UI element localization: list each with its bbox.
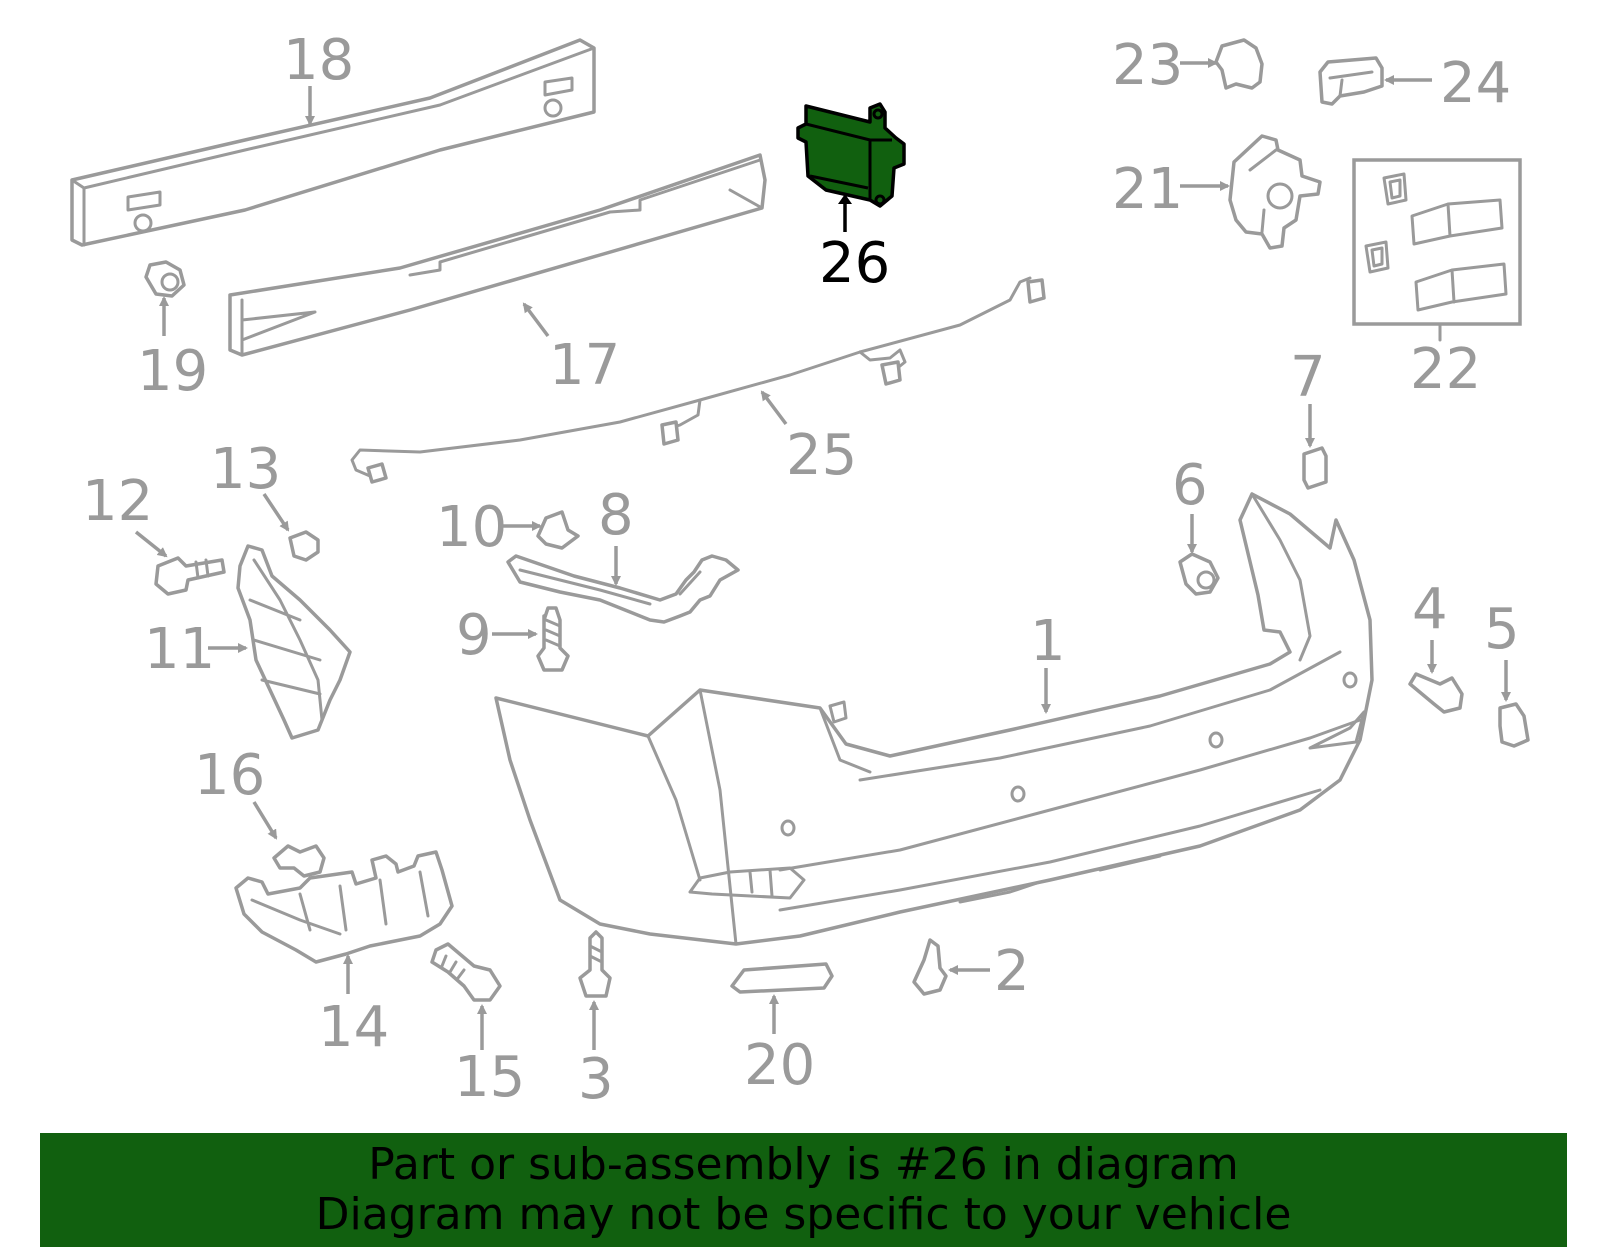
part-20-reflector[interactable]: [730, 962, 834, 994]
callout-15: 15: [454, 1045, 525, 1110]
leader-arrowhead-26: [838, 194, 852, 204]
part-16-clip[interactable]: [272, 844, 326, 878]
part-4-clip[interactable]: [1408, 672, 1464, 714]
leader-arrows: [134, 58, 1511, 1050]
part-11-side-retainer[interactable]: [236, 544, 352, 740]
callout-7: 7: [1290, 345, 1326, 410]
part-25-wire-harness[interactable]: [350, 276, 1046, 484]
callout-25: 25: [786, 423, 857, 488]
part-8-side-bracket[interactable]: [506, 554, 740, 624]
callout-labels: 18 17 19 26 25 23 24 21 22 7 6 1 4 5 8 1…: [82, 28, 1520, 1112]
banner-line-disclaimer: Diagram may not be specific to your vehi…: [315, 1189, 1292, 1240]
part-24-bracket[interactable]: [1318, 56, 1384, 106]
leader-arrow-25: [760, 390, 788, 426]
callout-17: 17: [549, 333, 620, 398]
part-19-grommet[interactable]: [144, 260, 186, 298]
callout-20: 20: [744, 1033, 815, 1098]
callout-3: 3: [578, 1047, 614, 1112]
leader-arrow-12: [134, 530, 168, 558]
part-15-bolt[interactable]: [430, 942, 502, 1002]
part-12-bolt[interactable]: [154, 556, 226, 596]
leader-arrow-13: [262, 493, 290, 532]
leader-arrow-16: [252, 801, 278, 840]
callout-5: 5: [1484, 597, 1520, 662]
info-banner: Part or sub-assembly is #26 in diagram D…: [40, 1133, 1567, 1247]
part-17-energy-absorber[interactable]: [228, 153, 767, 357]
part-18-reinforcement-beam[interactable]: [70, 38, 596, 247]
part-7-retainer[interactable]: [1302, 446, 1328, 490]
callout-10: 10: [436, 495, 507, 560]
callout-21: 21: [1112, 157, 1183, 222]
callout-13: 13: [210, 437, 281, 502]
part-9-bolt[interactable]: [536, 606, 570, 672]
callout-22: 22: [1410, 337, 1481, 402]
callout-6: 6: [1172, 453, 1208, 518]
callout-18: 18: [283, 28, 354, 93]
part-13-clip[interactable]: [288, 530, 320, 562]
part-3-bolt[interactable]: [578, 930, 612, 998]
part-1-bumper-cover[interactable]: [494, 492, 1374, 946]
part-22-sensor-retainer-kit[interactable]: [1352, 158, 1522, 326]
callout-26: 26: [819, 231, 890, 296]
callout-11: 11: [144, 617, 215, 682]
part-10-clip[interactable]: [536, 510, 580, 550]
part-14-lower-retainer[interactable]: [234, 850, 454, 964]
part-2-push-clip[interactable]: [912, 938, 948, 996]
part-5-clip[interactable]: [1498, 702, 1530, 748]
part-21-sensor[interactable]: [1228, 134, 1322, 250]
callout-23: 23: [1112, 33, 1183, 98]
callout-8: 8: [598, 483, 634, 548]
callout-4: 4: [1412, 577, 1448, 642]
leader-arrow-17: [522, 302, 550, 338]
callout-2: 2: [994, 939, 1030, 1004]
callout-24: 24: [1440, 51, 1511, 116]
callout-14: 14: [318, 995, 389, 1060]
callout-19: 19: [137, 339, 208, 404]
callout-12: 12: [82, 469, 153, 534]
part-26-control-module[interactable]: [796, 102, 906, 208]
callout-1: 1: [1030, 609, 1066, 674]
part-6-nut[interactable]: [1178, 552, 1220, 596]
part-23-clip[interactable]: [1214, 38, 1264, 90]
callout-16: 16: [194, 743, 265, 808]
banner-line-part-number: Part or sub-assembly is #26 in diagram: [368, 1139, 1239, 1190]
callout-9: 9: [456, 603, 492, 668]
